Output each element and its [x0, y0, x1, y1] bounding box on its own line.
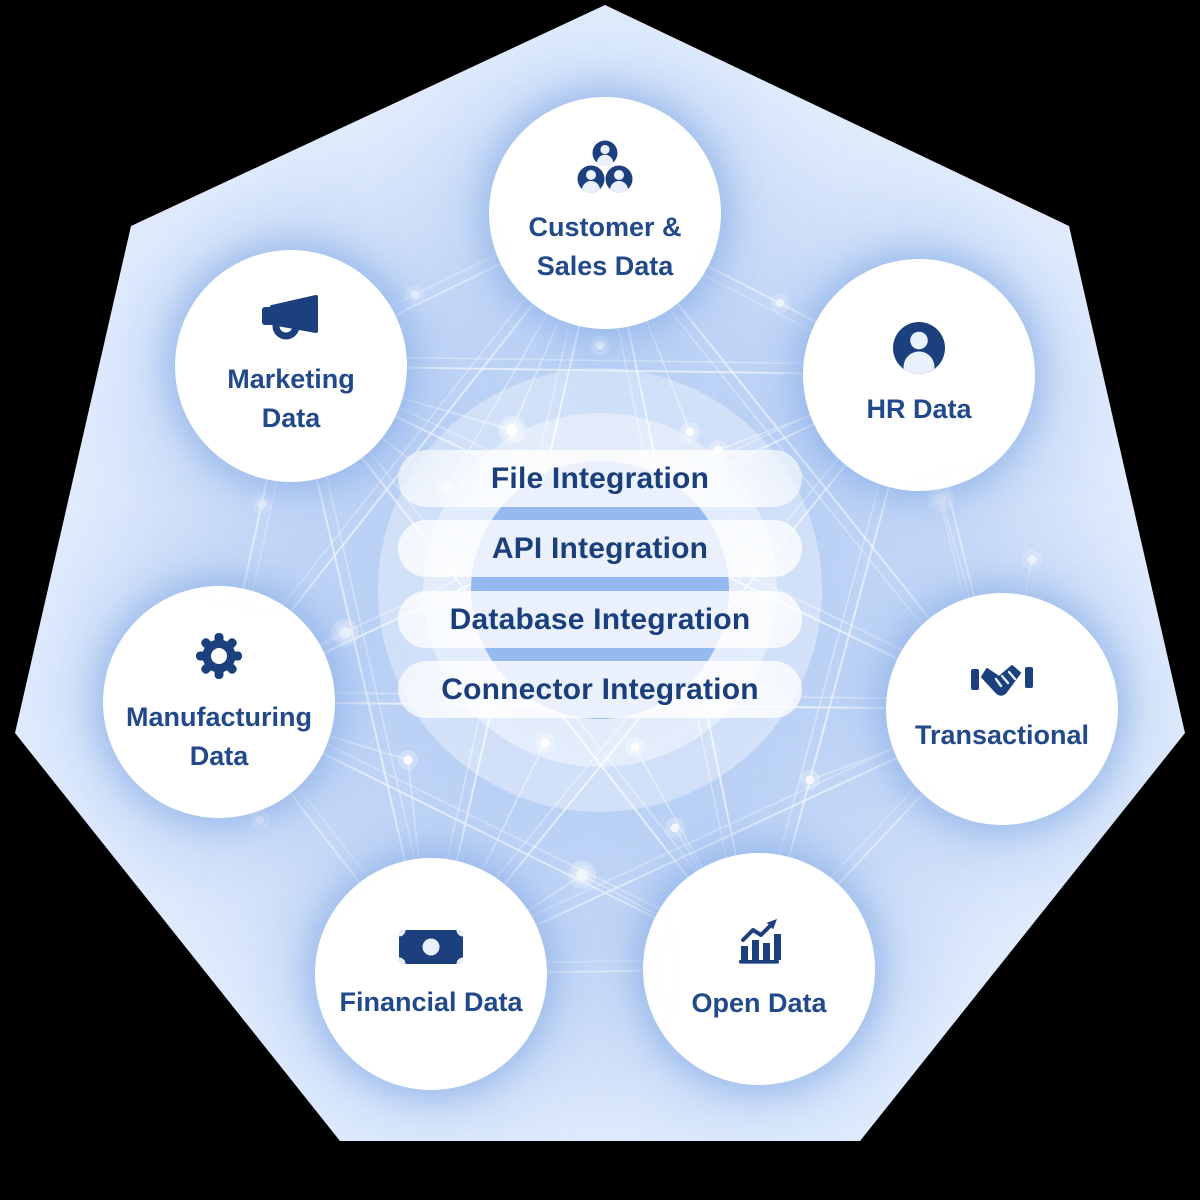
node-label: Manufacturing Data [126, 701, 312, 771]
pill-connector-integration: Connector Integration [398, 661, 802, 718]
node-financial-data: Financial Data [315, 858, 547, 1090]
megaphone-icon [262, 294, 318, 340]
node-manufacturing-data: Manufacturing Data [103, 586, 335, 818]
pill-label: Database Integration [449, 602, 751, 636]
pill-label: API Integration [491, 531, 709, 565]
bar-chart-icon [739, 919, 781, 965]
money-bill-icon [399, 930, 463, 965]
node-label: Marketing Data [227, 363, 355, 433]
gear-icon [196, 632, 242, 679]
node-marketing-data: Marketing Data [175, 250, 407, 482]
users-icon [577, 140, 633, 193]
node-label: Customer & Sales Data [528, 211, 682, 281]
pill-label: Connector Integration [441, 672, 759, 706]
node-open-data: Open Data [643, 853, 875, 1085]
node-label: Open Data [691, 988, 827, 1019]
node-label: HR Data [866, 394, 972, 425]
node-customer-sales-data: Customer & Sales Data [489, 97, 721, 329]
pill-database-integration: Database Integration [398, 591, 802, 648]
handshake-icon [971, 665, 1033, 697]
pill-file-integration: File Integration [398, 450, 802, 507]
node-hr-data: HR Data [803, 259, 1035, 491]
node-label: Transactional [914, 720, 1090, 751]
user-icon [893, 322, 945, 375]
pill-api-integration: API Integration [398, 520, 802, 577]
node-label: Financial Data [339, 987, 523, 1018]
pill-label: File Integration [490, 461, 710, 495]
node-transactional: Transactional [886, 593, 1118, 825]
